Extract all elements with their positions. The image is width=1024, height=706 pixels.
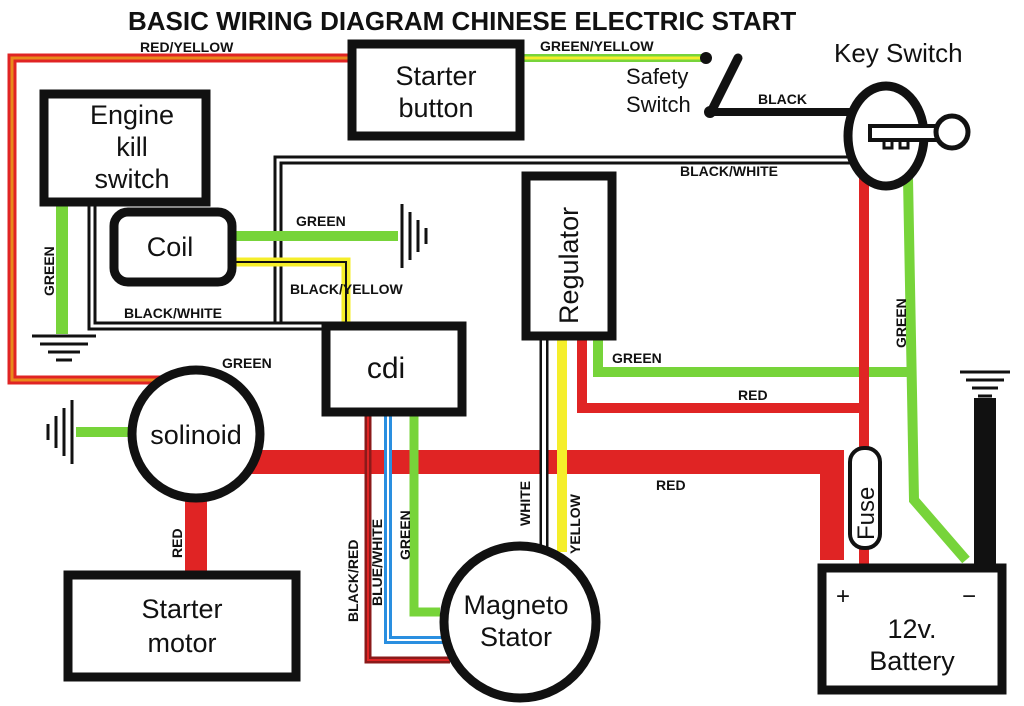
ground-symbol-battery (960, 370, 1010, 398)
green-regulator-wire-label: GREEN (612, 350, 662, 366)
regulator-box: Regulator (521, 171, 617, 341)
green-yellow-wire-label: GREEN/YELLOW (540, 38, 654, 54)
starter-button-label-line2: button (398, 93, 473, 123)
safety-switch-label-line2: Switch (626, 92, 691, 117)
red-main-wire (250, 450, 844, 560)
battery-label-line2: Battery (869, 646, 955, 676)
fuse-label: Fuse (853, 487, 880, 540)
black-yellow-wire (232, 257, 351, 322)
ground-symbol-solinoid (46, 400, 74, 464)
safety-switch-label-line1: Safety (626, 64, 688, 89)
regulator-label: Regulator (554, 207, 584, 324)
blue-white-wire-label: BLUE/WHITE (369, 519, 385, 606)
battery-minus-label: − (962, 583, 976, 610)
black-white-wire-top-label: BLACK/WHITE (680, 163, 778, 179)
green-solinoid-wire-label: GREEN (222, 355, 272, 371)
yellow-wire-label: YELLOW (567, 493, 583, 554)
red-main-wire-label: RED (656, 477, 686, 493)
coil-label: Coil (147, 232, 194, 262)
black-wire-label: BLACK (758, 91, 807, 107)
solinoid-label: solinoid (150, 420, 242, 450)
red-regulator-wire (577, 340, 864, 413)
starter-motor-box: Starter motor (63, 570, 301, 682)
ground-symbol-kill (32, 334, 96, 362)
black-yellow-wire-label: BLACK/YELLOW (290, 281, 404, 297)
engine-kill-switch-label-line3: switch (94, 164, 169, 194)
engine-kill-switch-label-line2: kill (116, 132, 148, 162)
solinoid-circle: solinoid (127, 365, 265, 503)
red-regulator-wire-label: RED (738, 387, 768, 403)
starter-motor-label-line1: Starter (141, 594, 222, 624)
coil-box: Coil (109, 207, 237, 287)
red-starter-wire-label: RED (169, 528, 185, 558)
black-white-wire-top (273, 155, 870, 322)
blue-white-wire-inner (387, 414, 444, 641)
engine-kill-switch-label-line1: Engine (90, 100, 174, 130)
cdi-label: cdi (367, 352, 405, 385)
fuse-symbol: Fuse (848, 446, 882, 550)
green-key-wire-label: GREEN (893, 298, 909, 348)
battery-plus-label: + (836, 583, 850, 610)
red-yellow-wire (7, 53, 352, 385)
white-wire-label: WHITE (517, 481, 533, 526)
red-yellow-wire-label: RED/YELLOW (140, 39, 234, 55)
battery-label-line1: 12v. (887, 614, 936, 644)
ground-symbol-coil (400, 204, 428, 268)
diagram-title: BASIC WIRING DIAGRAM CHINESE ELECTRIC ST… (128, 6, 796, 36)
green-kill-wire-label: GREEN (41, 246, 57, 296)
starter-button-box: Starter button (347, 39, 525, 141)
engine-kill-switch-box: Engine kill switch (39, 89, 211, 207)
key-icon (868, 113, 971, 151)
starter-button-label-line1: Starter (395, 61, 476, 91)
safety-switch-symbol (700, 52, 743, 118)
black-white-wire-mid-label: BLACK/WHITE (124, 305, 222, 321)
green-regulator-wire (593, 340, 910, 377)
black-red-wire-label: BLACK/RED (345, 540, 361, 622)
battery-box: + − 12v. Battery (817, 563, 1007, 695)
magneto-stator-label-line1: Magneto (463, 590, 568, 620)
black-white-wire-mid (87, 200, 338, 331)
black-red-wire-inner (367, 414, 450, 661)
key-switch-symbol (843, 81, 971, 191)
green-coil-wire-label: GREEN (296, 213, 346, 229)
key-switch-label: Key Switch (834, 38, 963, 68)
green-key-wire (903, 177, 970, 564)
starter-motor-label-line2: motor (147, 628, 216, 658)
magneto-stator-label-line2: Stator (480, 622, 552, 652)
cdi-box: cdi (321, 321, 467, 417)
magneto-stator-circle: Magneto Stator (439, 541, 601, 703)
green-cdi-wire (409, 414, 440, 617)
green-cdi-wire-label: GREEN (397, 510, 413, 560)
